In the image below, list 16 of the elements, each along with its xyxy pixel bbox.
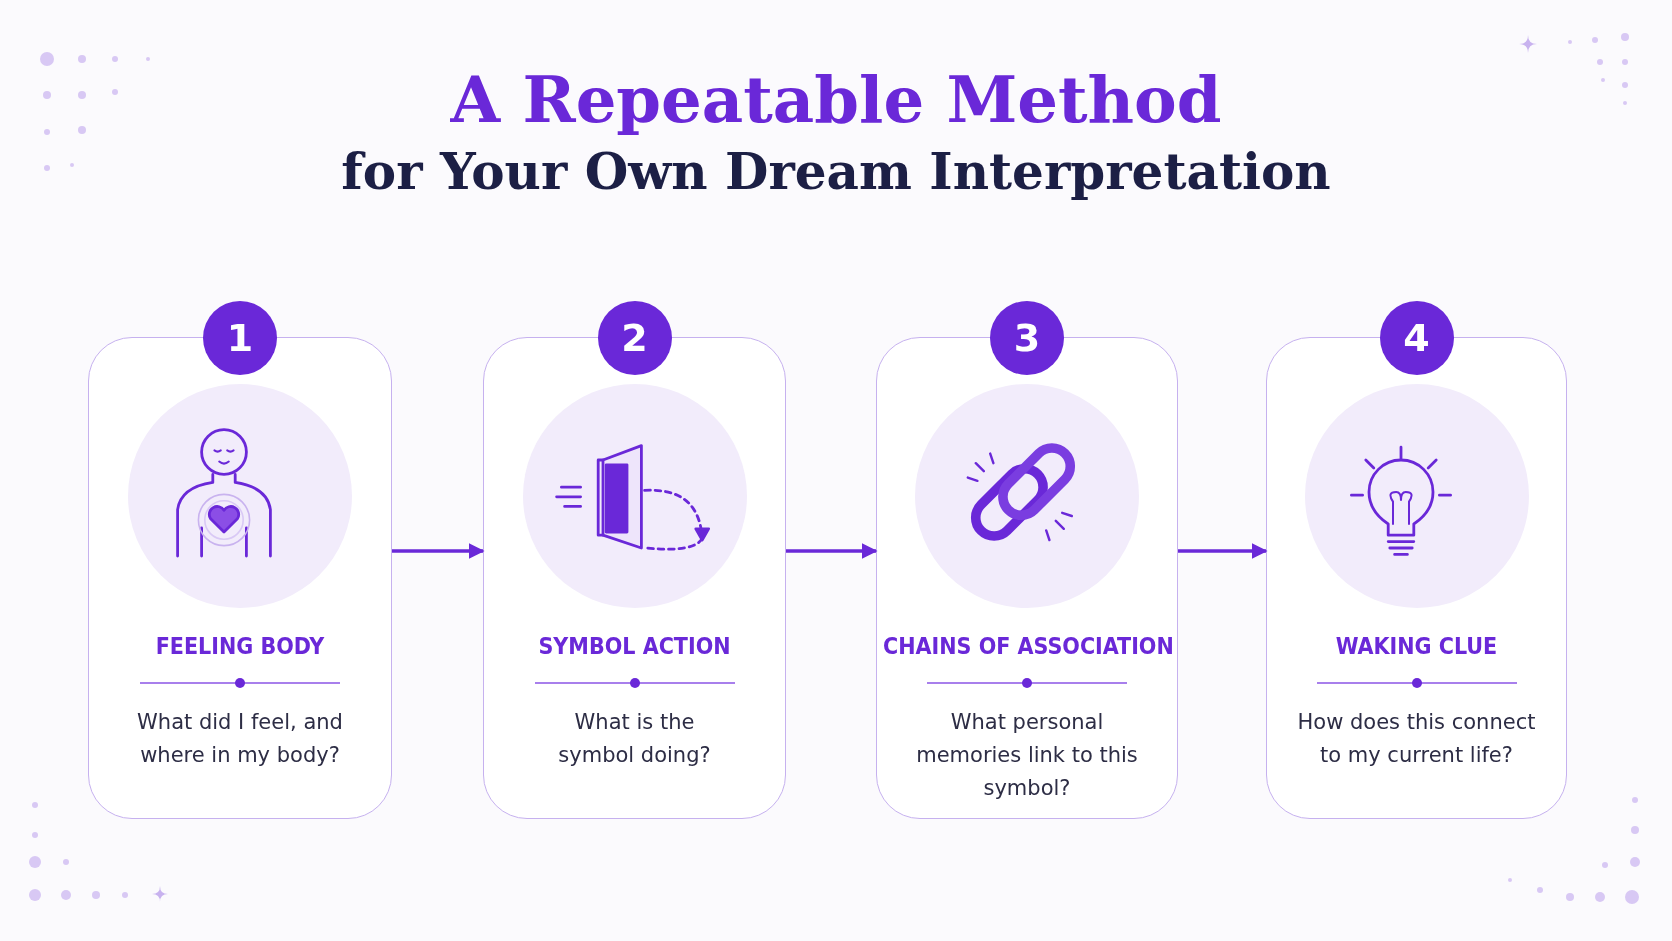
step-heading: WAKING CLUE bbox=[1334, 633, 1499, 659]
step-heading: CHAINS OF ASSOCIATION bbox=[883, 633, 1171, 659]
step-number: 1 bbox=[203, 301, 277, 375]
step-question: What did I feel, and where in my body? bbox=[136, 709, 344, 769]
step-heading: SYMBOL ACTION bbox=[537, 633, 732, 659]
step-number: 4 bbox=[1379, 301, 1454, 375]
arrow bbox=[1178, 543, 1268, 559]
arrow bbox=[786, 543, 878, 559]
step-question: What personal memories link to this symbol? bbox=[915, 709, 1139, 802]
step-question: How does this connect to my current life? bbox=[1297, 709, 1536, 769]
arrow bbox=[392, 543, 485, 559]
step-heading: FEELING BODY bbox=[154, 633, 326, 659]
step-number: 3 bbox=[990, 301, 1064, 375]
step-number: 2 bbox=[597, 301, 672, 375]
title: A Repeatable Method for Your Own Dream Interpretation bbox=[340, 62, 1332, 203]
step-question: What is the symbol doing? bbox=[557, 709, 712, 769]
